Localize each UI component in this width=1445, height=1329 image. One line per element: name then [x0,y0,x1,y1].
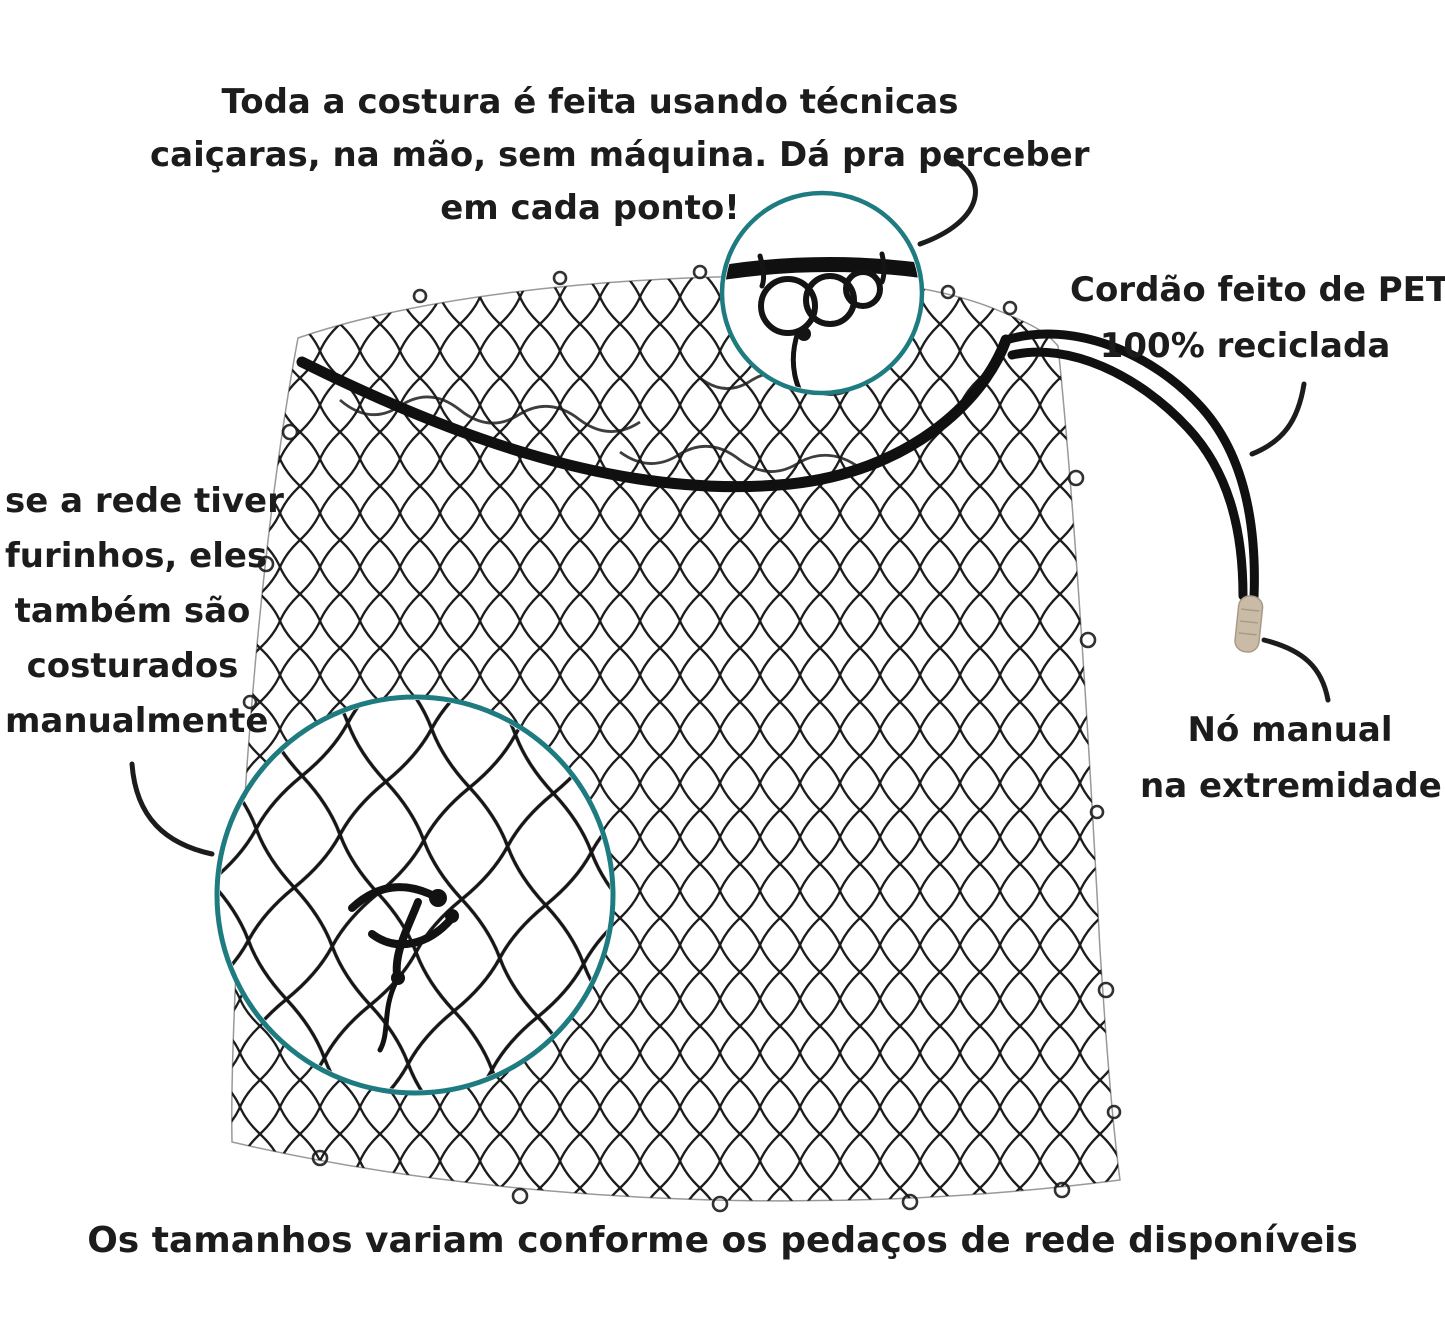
callout-line-knot [1261,637,1331,703]
rim-cord [296,334,1012,493]
annotation-knot: Nó manual na extremidade [1140,702,1442,814]
frayed-edges [242,264,1122,1213]
annotation-holes-line-5: manualmente [5,701,269,741]
annotation-knot-line-2: na extremidade [1140,766,1442,806]
callout-line-cord [1249,381,1307,457]
repair-detail [220,700,610,1090]
drawstring-cord [1001,329,1259,603]
annotation-holes-line-2: furinhos, eles [5,536,268,576]
callout-line-stitching [917,155,978,247]
annotation-holes-line-4: costurados [26,646,239,686]
annotation-stitching-line-2: caiçaras, na mão, sem máquina. Dá pra pe… [150,135,1090,175]
zoom-circle-stitching [719,190,925,396]
stitching-detail [725,251,919,390]
annotation-holes: se a rede tiver furinhos, eles também sã… [5,474,284,749]
annotation-cord-line-1: Cordão feito de PET [1070,270,1445,310]
callout-lines [129,155,1331,857]
annotation-cord: Cordão feito de PET 100% reciclada [1070,262,1445,374]
annotation-stitching-line-1: Toda a costura é feita usando técnicas [221,82,959,122]
cord-tip [1234,595,1264,653]
zoom-circle-repair [214,694,616,1096]
callout-line-holes [129,761,215,857]
annotation-stitching: Toda a costura é feita usando técnicas c… [150,76,1090,235]
sizes-caption: Os tamanhos variam conforme os pedaços d… [87,1220,1358,1261]
annotation-holes-line-3: também são [14,591,251,631]
annotation-stitching-line-3: em cada ponto! [440,188,740,228]
annotation-holes-line-1: se a rede tiver [5,481,284,521]
annotation-cord-line-2: 100% reciclada [1099,326,1391,366]
annotation-knot-line-1: Nó manual [1187,710,1393,750]
